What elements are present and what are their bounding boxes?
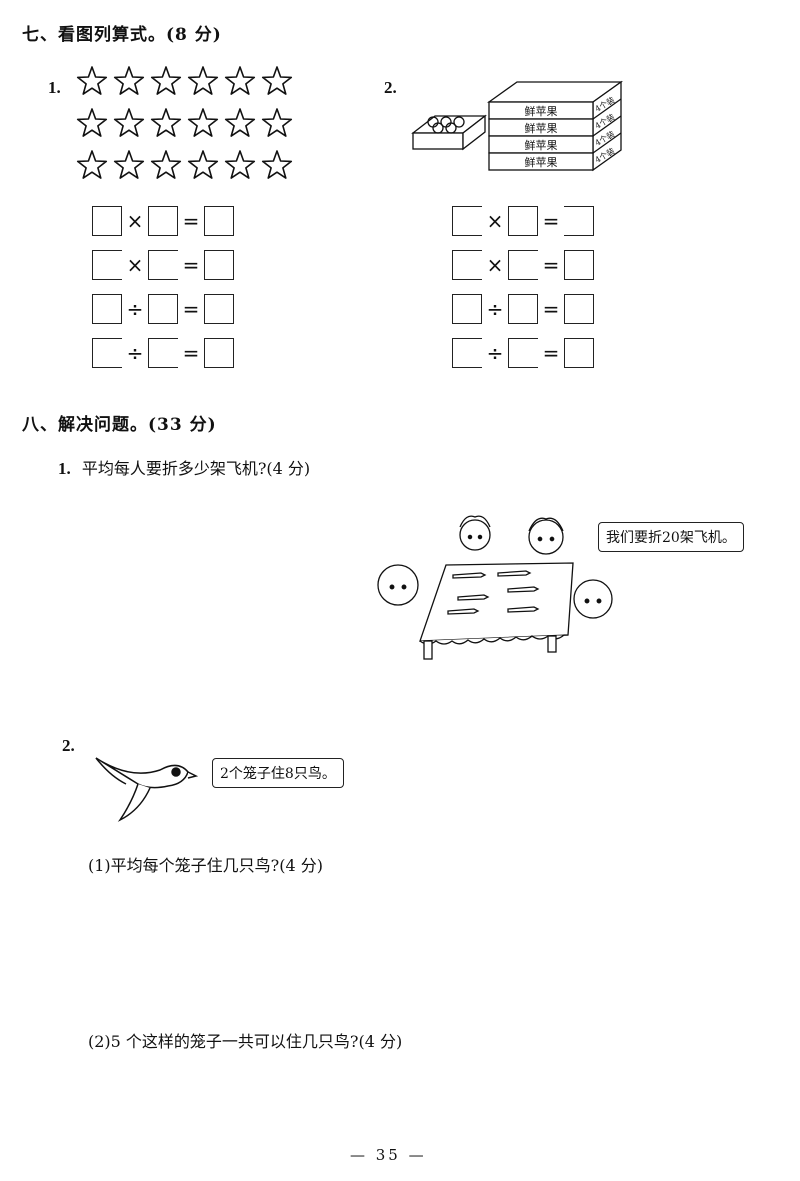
answer-box[interactable] — [452, 338, 482, 368]
equals-sign: = — [182, 297, 200, 321]
equation-row: ÷ = — [92, 336, 234, 370]
answer-box[interactable] — [508, 338, 538, 368]
answer-box[interactable] — [564, 206, 594, 236]
star-icon — [150, 108, 182, 137]
star-icon — [187, 108, 219, 137]
answer-box[interactable] — [508, 250, 538, 280]
answer-box[interactable] — [148, 338, 178, 368]
answer-box[interactable] — [148, 206, 178, 236]
answer-box[interactable] — [204, 338, 234, 368]
equation-row: × = — [452, 248, 594, 282]
question-2-part-2: (2)5 个这样的笼子一共可以住几只鸟?(4 分) — [88, 1032, 403, 1051]
equals-sign: = — [542, 297, 560, 321]
crate-label: 鲜苹果 — [525, 121, 558, 135]
times-sign: × — [126, 209, 144, 233]
star-icon — [187, 150, 219, 179]
answer-box[interactable] — [204, 250, 234, 280]
answer-box[interactable] — [452, 250, 482, 280]
star-icon — [224, 66, 256, 95]
crate-labels: 鲜苹果 鲜苹果 鲜苹果 鲜苹果 — [525, 104, 558, 169]
answer-box[interactable] — [204, 294, 234, 324]
equation-row: ÷ = — [452, 336, 594, 370]
apple-tray — [411, 114, 487, 151]
crate-label: 鲜苹果 — [525, 138, 558, 152]
answer-box[interactable] — [92, 338, 122, 368]
answer-box[interactable] — [452, 294, 482, 324]
equals-sign: = — [182, 253, 200, 277]
equals-sign: = — [542, 253, 560, 277]
question-1-number: 1. — [58, 459, 71, 478]
answer-box[interactable] — [148, 294, 178, 324]
divide-sign: ÷ — [126, 297, 144, 321]
star-icon — [113, 108, 145, 137]
star-icon — [150, 150, 182, 179]
times-sign: × — [486, 253, 504, 277]
answer-box[interactable] — [148, 250, 178, 280]
answer-box[interactable] — [452, 206, 482, 236]
crate-label: 鲜苹果 — [525, 155, 558, 169]
equation-row: × = — [92, 248, 234, 282]
star-icon — [187, 66, 219, 95]
question-2-number: 2. — [62, 736, 75, 755]
star-icon — [224, 108, 256, 137]
page-number: — 35 — — [350, 1146, 427, 1164]
question-1: 1. 平均每人要折多少架飞机?(4 分) — [58, 455, 310, 479]
star-icon — [76, 66, 108, 95]
star-icon — [261, 108, 293, 137]
equation-row: × = — [452, 204, 594, 238]
problem-1-number: 1. — [48, 78, 61, 97]
answer-box[interactable] — [204, 206, 234, 236]
times-sign: × — [126, 253, 144, 277]
section-7-heading: 七、看图列算式。(8 分) — [22, 25, 222, 45]
star-icon — [113, 150, 145, 179]
problem-2-number: 2. — [384, 78, 397, 97]
answer-box[interactable] — [92, 294, 122, 324]
equation-row: × = — [92, 204, 234, 238]
speech-bubble-birds: 2个笼子住8只鸟。 — [212, 758, 344, 788]
star-icon — [150, 66, 182, 95]
equation-row: ÷ = — [452, 292, 594, 326]
answer-box[interactable] — [92, 206, 122, 236]
apple-crates-figure: 鲜苹果 鲜苹果 鲜苹果 鲜苹果 4个装 4个装 4个装 4个装 — [411, 80, 624, 172]
answer-box[interactable] — [564, 250, 594, 280]
times-sign: × — [486, 209, 504, 233]
equals-sign: = — [542, 209, 560, 233]
speech-bubble-planes: 我们要折20架飞机。 — [598, 522, 744, 552]
star-icon — [76, 108, 108, 137]
divide-sign: ÷ — [486, 297, 504, 321]
equals-sign: = — [182, 341, 200, 365]
answer-box[interactable] — [92, 250, 122, 280]
bird-illustration — [95, 757, 199, 822]
answer-box[interactable] — [564, 294, 594, 324]
star-icon — [261, 150, 293, 179]
problem-1-equations: × = × = ÷ = ÷ = — [92, 204, 234, 370]
divide-sign: ÷ — [126, 341, 144, 365]
equals-sign: = — [542, 341, 560, 365]
answer-box[interactable] — [564, 338, 594, 368]
divide-sign: ÷ — [486, 341, 504, 365]
stars-figure — [76, 66, 293, 179]
equals-sign: = — [182, 209, 200, 233]
children-planes-illustration: 我们要折20架飞机。 — [358, 505, 788, 670]
answer-box[interactable] — [508, 206, 538, 236]
question-1-text: 平均每人要折多少架飞机?(4 分) — [81, 459, 311, 478]
star-icon — [113, 66, 145, 95]
star-icon — [224, 150, 256, 179]
answer-box[interactable] — [508, 294, 538, 324]
problem-2-equations: × = × = ÷ = ÷ = — [452, 204, 594, 370]
equation-row: ÷ = — [92, 292, 234, 326]
crate-label: 鲜苹果 — [525, 104, 558, 118]
crate-stack — [486, 80, 624, 172]
star-icon — [261, 66, 293, 95]
star-icon — [76, 150, 108, 179]
section-8-heading: 八、解决问题。(33 分) — [22, 415, 217, 435]
question-2-part-1: (1)平均每个笼子住几只鸟?(4 分) — [88, 856, 323, 875]
